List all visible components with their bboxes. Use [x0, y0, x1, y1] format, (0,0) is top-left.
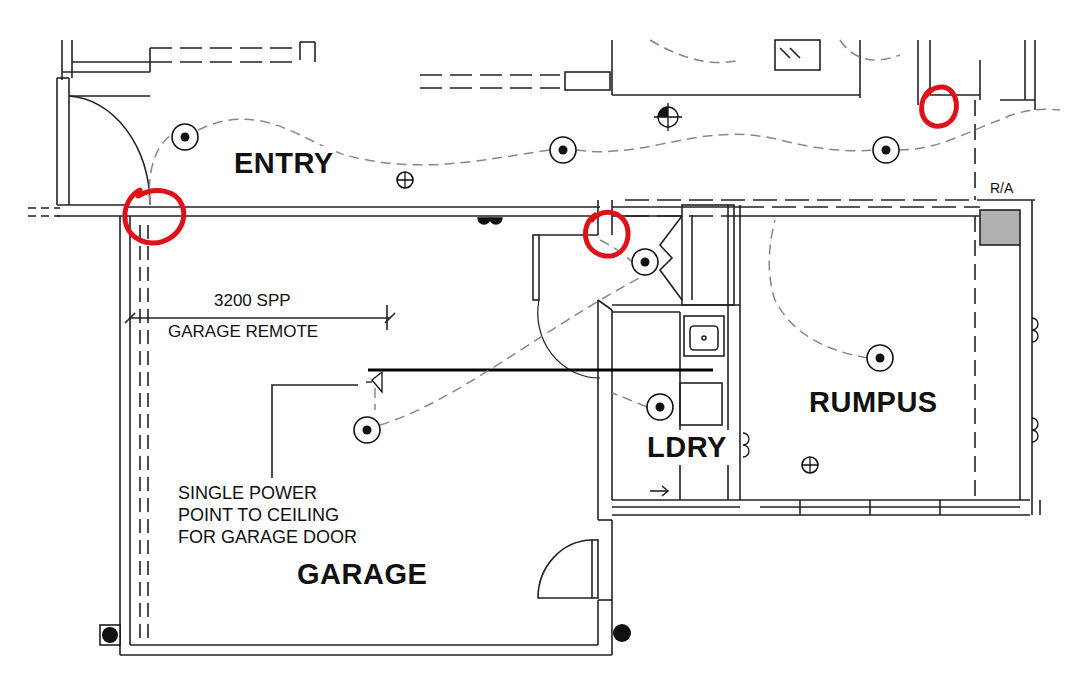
device-label: GARAGE REMOTE: [166, 322, 320, 342]
room-label: LDRY: [645, 430, 729, 465]
room-label: ENTRY: [232, 146, 336, 181]
room-label: RUMPUS: [807, 385, 940, 420]
room-label: GARAGE: [295, 557, 429, 592]
dimension-label: 3200 SPP: [212, 291, 293, 311]
vent-label: R/A: [988, 180, 1015, 197]
note-text: SINGLE POWER POINT TO CEILING FOR GARAGE…: [176, 482, 370, 548]
